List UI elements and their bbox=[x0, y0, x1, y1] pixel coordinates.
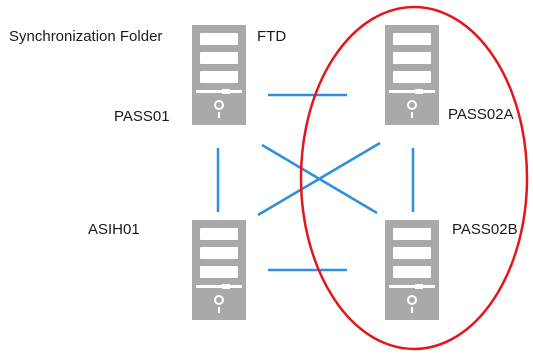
server-pass02b-icon bbox=[384, 219, 440, 321]
label-pass01: PASS01 bbox=[114, 108, 170, 125]
server-pass02a-icon bbox=[384, 24, 440, 126]
server-asih01-icon bbox=[191, 219, 247, 321]
label-pass02a: PASS02A bbox=[448, 106, 514, 123]
connections bbox=[216, 93, 415, 272]
label-ftd: FTD bbox=[257, 28, 287, 45]
link-asih01-pass02a bbox=[257, 141, 381, 217]
label-sync-folder: Synchronization Folder bbox=[9, 28, 163, 45]
highlight-ellipse bbox=[299, 5, 529, 351]
server-pass01-icon bbox=[191, 24, 247, 126]
label-asih01: ASIH01 bbox=[88, 221, 140, 238]
label-pass02b: PASS02B bbox=[452, 221, 518, 238]
